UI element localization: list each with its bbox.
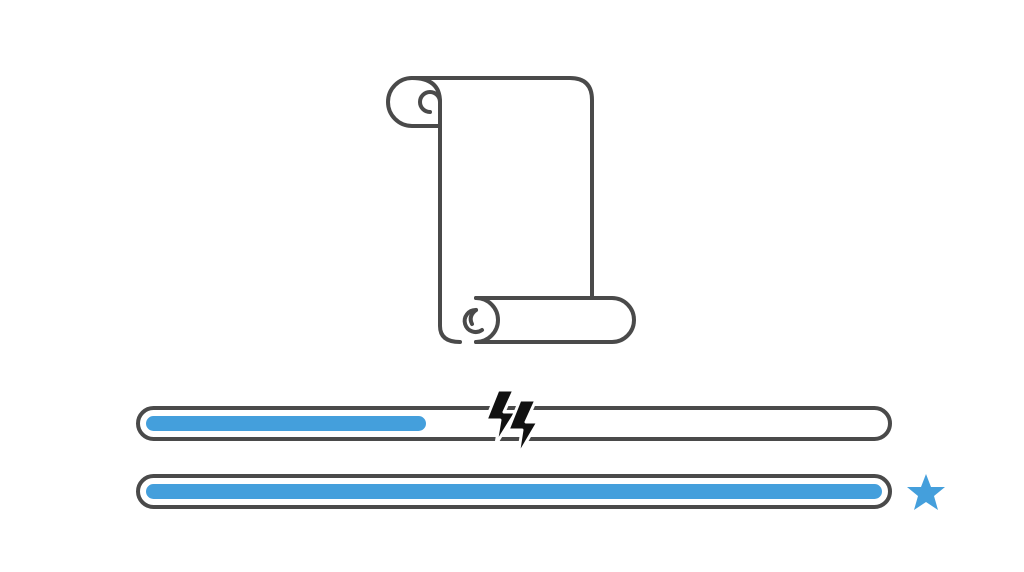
lightning-bolt-icon bbox=[484, 388, 540, 458]
progress-bar-2-fill bbox=[146, 484, 882, 499]
progress-bar-1-fill bbox=[146, 416, 426, 431]
scroll-icon bbox=[386, 76, 636, 344]
progress-bar-2 bbox=[136, 474, 892, 509]
star-icon bbox=[907, 474, 945, 510]
